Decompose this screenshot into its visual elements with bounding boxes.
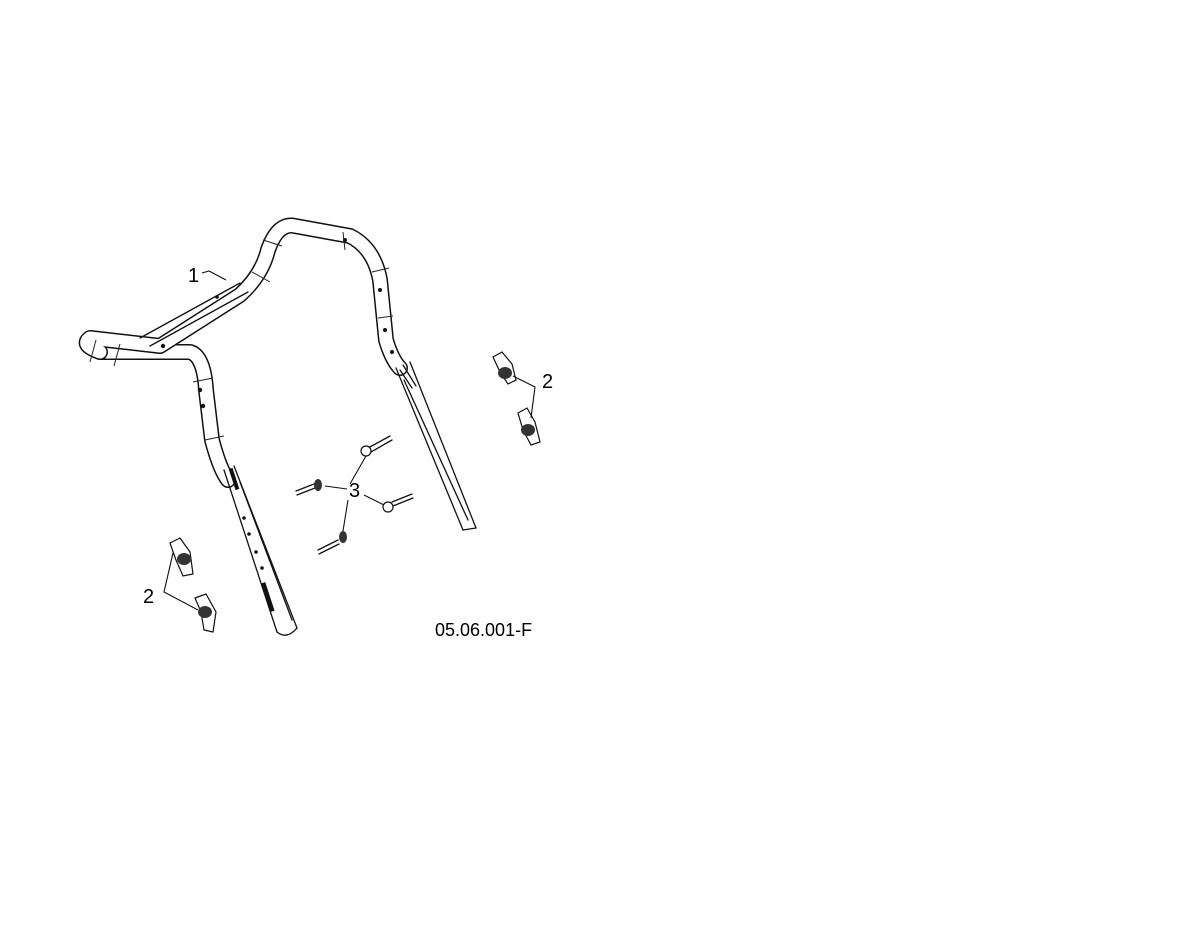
bolt-right bbox=[382, 493, 414, 513]
bolt-lower bbox=[317, 531, 347, 555]
bolt-upper bbox=[360, 435, 393, 457]
leader-2-right bbox=[512, 375, 536, 419]
leader-1 bbox=[201, 270, 227, 281]
drawing-number: 05.06.001-F bbox=[435, 620, 532, 640]
handle-tube bbox=[78, 217, 477, 636]
knob-right-lower bbox=[517, 407, 541, 446]
callout-3: 3 bbox=[349, 480, 360, 502]
leader-2-left bbox=[163, 552, 199, 611]
knob-right-upper bbox=[492, 351, 517, 385]
callout-2-right: 2 bbox=[542, 371, 553, 393]
callout-1: 1 bbox=[188, 265, 199, 287]
callout-2-left: 2 bbox=[143, 586, 154, 608]
leader-3 bbox=[324, 455, 385, 532]
knob-left-upper bbox=[169, 537, 194, 577]
knob-left-lower bbox=[194, 593, 217, 633]
bolt-left bbox=[295, 479, 322, 496]
